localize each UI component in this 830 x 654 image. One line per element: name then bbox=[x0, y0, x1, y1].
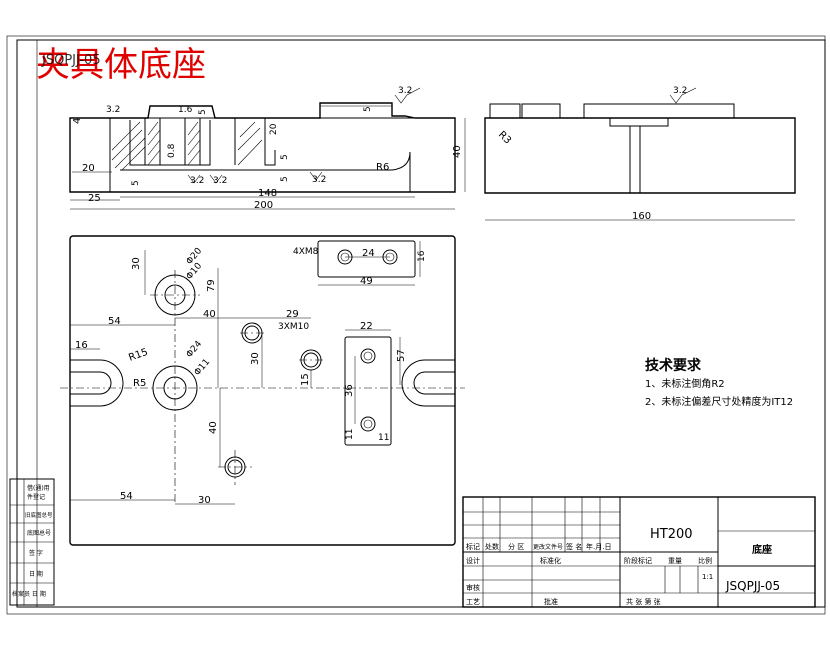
dim-5d: 5 bbox=[280, 154, 290, 160]
dim-54b: 54 bbox=[120, 491, 133, 502]
stage-header-mark: 阶段标记 bbox=[624, 556, 652, 565]
tech-requirement-2: 2、未标注偏差尺寸处精度为IT12 bbox=[645, 395, 793, 408]
radius-r5: R5 bbox=[133, 378, 146, 389]
tech-requirements-heading: 技术要求 bbox=[645, 357, 702, 374]
radius-r3: R3 bbox=[496, 129, 513, 146]
dim-3-2e: 3.2 bbox=[398, 86, 412, 96]
dim-22: 22 bbox=[360, 321, 373, 332]
sheet-info: 共 张 第 张 bbox=[626, 597, 661, 606]
radius-r6: R6 bbox=[376, 162, 389, 173]
dim-15: 15 bbox=[300, 373, 311, 386]
dim-24: 24 bbox=[362, 248, 375, 259]
dim-25: 25 bbox=[88, 193, 101, 204]
dim-30b: 30 bbox=[250, 352, 261, 365]
top-view: 54 54 30 40 29 3XM10 30 Φ20 Φ10 79 16 R1… bbox=[60, 235, 465, 546]
dim-54a: 54 bbox=[108, 316, 121, 327]
dim-29: 29 bbox=[286, 309, 299, 320]
dim-11b: 11 bbox=[378, 433, 389, 443]
stamp-row-7: 档案员 日 期 bbox=[12, 590, 46, 598]
dim-5a: 5 bbox=[198, 109, 208, 115]
dim-40a: 40 bbox=[203, 309, 216, 320]
role-approve: 批准 bbox=[544, 597, 558, 606]
side-view: 160 R3 3.2 bbox=[484, 86, 796, 222]
dim-11a: 11 bbox=[345, 429, 355, 440]
tech-requirements: 技术要求 1、未标注倒角R2 2、未标注偏差尺寸处精度为IT12 bbox=[645, 357, 793, 408]
dim-49: 49 bbox=[360, 276, 373, 287]
detail-side: 22 57 36 11 11 bbox=[344, 321, 407, 446]
dim-148: 148 bbox=[258, 188, 277, 199]
dim-16a: 16 bbox=[75, 340, 88, 351]
dim-3-2a: 3.2 bbox=[106, 105, 120, 115]
mirrored-code-text: JSQPJJ-05 bbox=[41, 53, 101, 68]
front-view: 25 148 200 40 20 4 3.2 1.6 5 5 0.8 20 5 … bbox=[69, 86, 466, 211]
stage-header-weight: 重量 bbox=[668, 557, 682, 565]
thread-4xm8: 4XM8 bbox=[293, 247, 319, 257]
dim-36: 36 bbox=[344, 384, 355, 397]
inner-frame bbox=[16, 39, 826, 608]
dia-24: Φ24 bbox=[185, 339, 205, 360]
dim-160: 160 bbox=[632, 211, 651, 222]
stamp-row-1: 借(通)用 bbox=[27, 484, 50, 492]
radius-r15: R15 bbox=[127, 347, 149, 364]
dim-5b: 5 bbox=[363, 106, 373, 112]
dim-30a: 30 bbox=[131, 257, 142, 270]
dim-0-8: 0.8 bbox=[167, 143, 177, 158]
dim-30c: 30 bbox=[198, 495, 211, 506]
rev-header-count: 处数 bbox=[485, 542, 499, 551]
dim-5e: 5 bbox=[280, 176, 290, 182]
role-standard: 标准化 bbox=[540, 556, 561, 565]
title-block: 标记 处数 分 区 更改文件号 签 名 年.月.日 设计 标准化 审核 工艺 批… bbox=[462, 496, 816, 608]
dim-40b: 40 bbox=[208, 421, 219, 434]
stamp-row-5: 签 字 bbox=[29, 549, 43, 557]
dim-200: 200 bbox=[254, 200, 273, 211]
dim-79: 79 bbox=[206, 279, 217, 292]
dim-5c: 5 bbox=[131, 180, 141, 186]
dim-40: 40 bbox=[452, 145, 463, 158]
rev-header-zone: 分 区 bbox=[508, 542, 524, 551]
dim-1-6: 1.6 bbox=[178, 105, 193, 115]
tech-requirement-1: 1、未标注倒角R2 bbox=[645, 377, 725, 390]
rev-header-mark: 标记 bbox=[466, 542, 480, 551]
material-text: HT200 bbox=[650, 527, 693, 542]
dia-11: Φ11 bbox=[193, 357, 213, 378]
dim-16b: 16 bbox=[417, 250, 427, 262]
detail-top: 24 4XM8 16 49 bbox=[293, 240, 427, 287]
dim-4: 4 bbox=[72, 118, 83, 124]
drawing-number-text: JSQPJJ-05 bbox=[725, 579, 780, 593]
dim-57: 57 bbox=[396, 349, 407, 362]
stage-header-scale: 比例 bbox=[698, 556, 712, 565]
left-stamp-table: 借(通)用 件登记 旧底图总号 底图总号 签 字 日 期 档案员 日 期 bbox=[9, 478, 55, 606]
rev-header-sign: 签 名 bbox=[566, 542, 582, 551]
stamp-row-3: 旧底图总号 bbox=[25, 511, 53, 519]
stamp-row-2: 件登记 bbox=[27, 493, 45, 501]
role-design: 设计 bbox=[466, 556, 480, 565]
dim-3-2c: 3.2 bbox=[213, 176, 227, 186]
thread-3xm10: 3XM10 bbox=[278, 322, 309, 332]
dim-20a: 20 bbox=[82, 163, 95, 174]
dim-3-2d: 3.2 bbox=[312, 175, 326, 185]
stamp-row-6: 日 期 bbox=[29, 570, 43, 578]
scale-value: 1:1 bbox=[702, 573, 713, 581]
part-name-text: 底座 bbox=[752, 543, 772, 556]
role-review: 审核 bbox=[466, 583, 480, 592]
drawing-title-overlay: 夹具体底座 bbox=[36, 45, 206, 85]
dim-3-2b: 3.2 bbox=[190, 176, 204, 186]
rev-header-date: 年.月.日 bbox=[586, 542, 611, 551]
stamp-row-4: 底图总号 bbox=[27, 529, 51, 537]
dim-20b: 20 bbox=[269, 123, 279, 135]
role-process: 工艺 bbox=[466, 598, 480, 606]
dim-3-2-side: 3.2 bbox=[673, 86, 687, 96]
rev-header-doc: 更改文件号 bbox=[533, 543, 563, 551]
